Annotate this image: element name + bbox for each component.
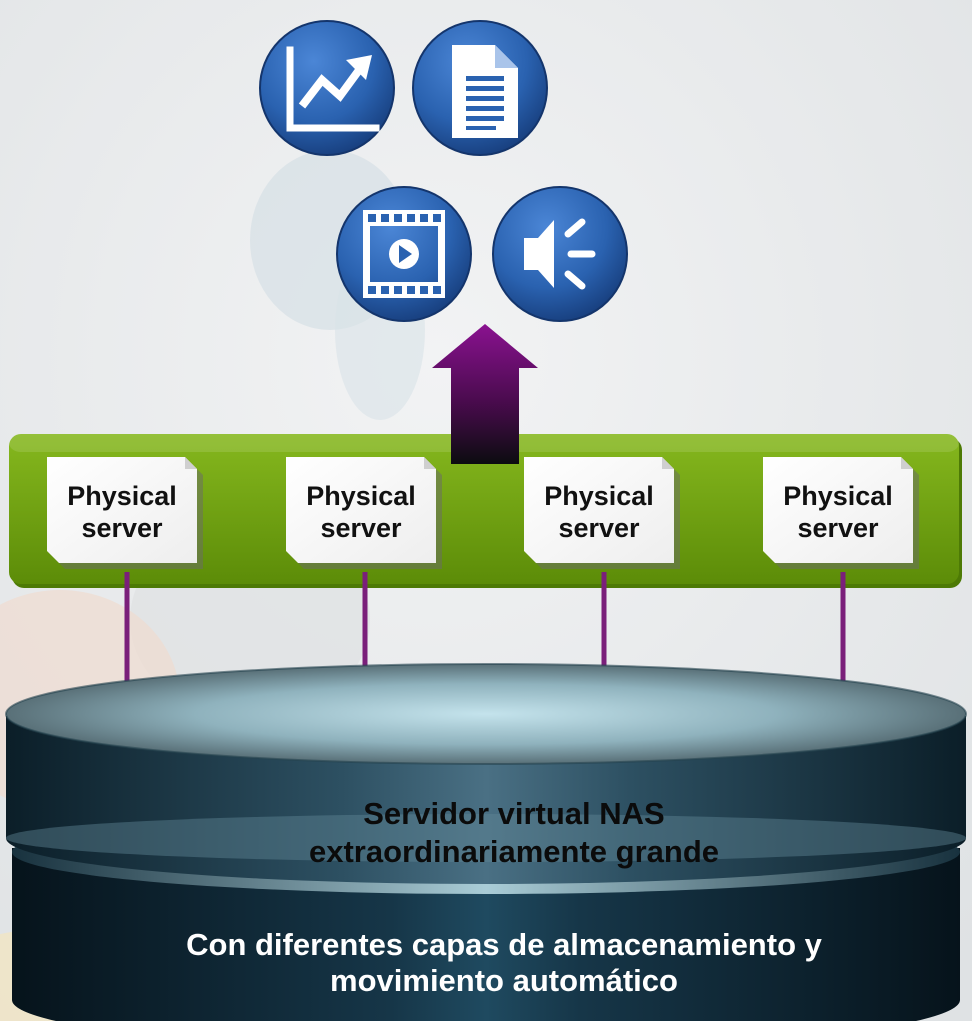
storage-title-line2: extraordinariamente grande bbox=[309, 834, 719, 869]
storage-cylinder bbox=[5, 663, 967, 1021]
server-box-3: Physical server bbox=[524, 457, 680, 569]
server-label-line2: server bbox=[797, 513, 879, 543]
server-label-line2: server bbox=[320, 513, 402, 543]
video-icon bbox=[336, 186, 472, 322]
server-box-2: Physical server bbox=[286, 457, 442, 569]
server-box-4: Physical server bbox=[763, 457, 919, 569]
server-label-line2: server bbox=[558, 513, 640, 543]
storage-title-line1: Servidor virtual NAS bbox=[363, 796, 664, 831]
server-box-1: Physical server bbox=[47, 457, 203, 569]
speaker-icon bbox=[492, 186, 628, 322]
storage-subtitle-line2: movimiento automático bbox=[330, 963, 678, 998]
server-label-line1: Physical bbox=[783, 481, 893, 511]
line-chart-icon bbox=[259, 20, 395, 156]
server-label-line2: server bbox=[81, 513, 163, 543]
server-label-line1: Physical bbox=[544, 481, 654, 511]
storage-subtitle-line1: Con diferentes capas de almacenamiento y bbox=[186, 927, 822, 962]
upward-arrow bbox=[432, 324, 538, 464]
document-icon bbox=[412, 20, 548, 156]
server-cluster-bar bbox=[9, 434, 962, 588]
server-label-line1: Physical bbox=[306, 481, 416, 511]
server-label-line1: Physical bbox=[67, 481, 177, 511]
